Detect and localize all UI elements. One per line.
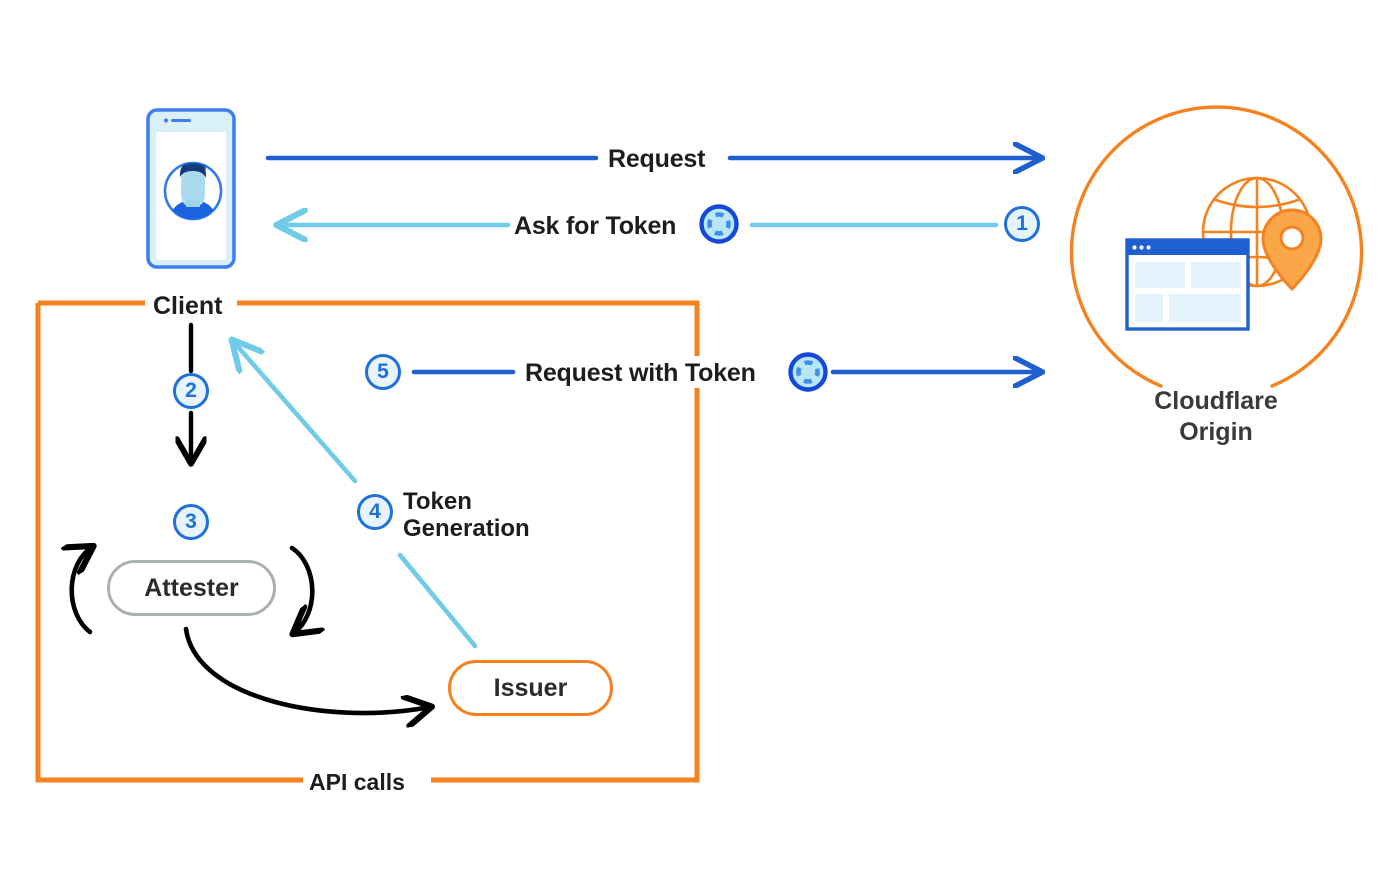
flow-label-request-with-token: Request with Token xyxy=(525,359,756,387)
step-badge-1: 1 xyxy=(1004,206,1040,242)
token-icon xyxy=(788,352,828,392)
boundary-label-api-calls: API calls xyxy=(309,769,405,795)
browser-window-icon xyxy=(1125,238,1250,331)
node-attester[interactable]: Attester xyxy=(107,560,276,616)
node-label-client: Client xyxy=(153,292,223,320)
user-avatar-icon xyxy=(163,161,223,221)
step-badge-4: 4 xyxy=(357,494,393,530)
flow-label-ask-for-token: Ask for Token xyxy=(514,212,677,240)
node-label-attester: Attester xyxy=(144,573,239,602)
node-issuer[interactable]: Issuer xyxy=(448,660,613,716)
step-badge-3: 3 xyxy=(173,504,209,540)
token-generation-line2: Generation xyxy=(403,514,530,542)
step-badge-5: 5 xyxy=(365,354,401,390)
cloudflare-origin-circle xyxy=(1069,105,1364,388)
token-generation-line1: Token xyxy=(403,488,472,515)
api-calls-boundary-box xyxy=(35,300,700,783)
boundary-gap-client xyxy=(145,292,237,316)
token-icon xyxy=(699,204,739,244)
node-label-issuer: Issuer xyxy=(493,673,568,702)
node-label-cloudflare-origin: Cloudflare Origin xyxy=(1110,386,1322,447)
flow-label-request: Request xyxy=(608,145,706,173)
map-pin-icon xyxy=(1261,208,1323,292)
boundary-gap-request-with-token xyxy=(690,356,704,388)
origin-line2: Origin xyxy=(1179,417,1253,446)
flow-arrow-attester-loop xyxy=(72,547,430,713)
flow-arrow-token-generation xyxy=(232,340,478,649)
flow-label-token-generation: Token Generation xyxy=(403,488,530,543)
boundary-gap-api-calls xyxy=(303,769,431,793)
step-badge-2: 2 xyxy=(173,373,209,409)
origin-line1: Cloudflare xyxy=(1154,387,1278,415)
